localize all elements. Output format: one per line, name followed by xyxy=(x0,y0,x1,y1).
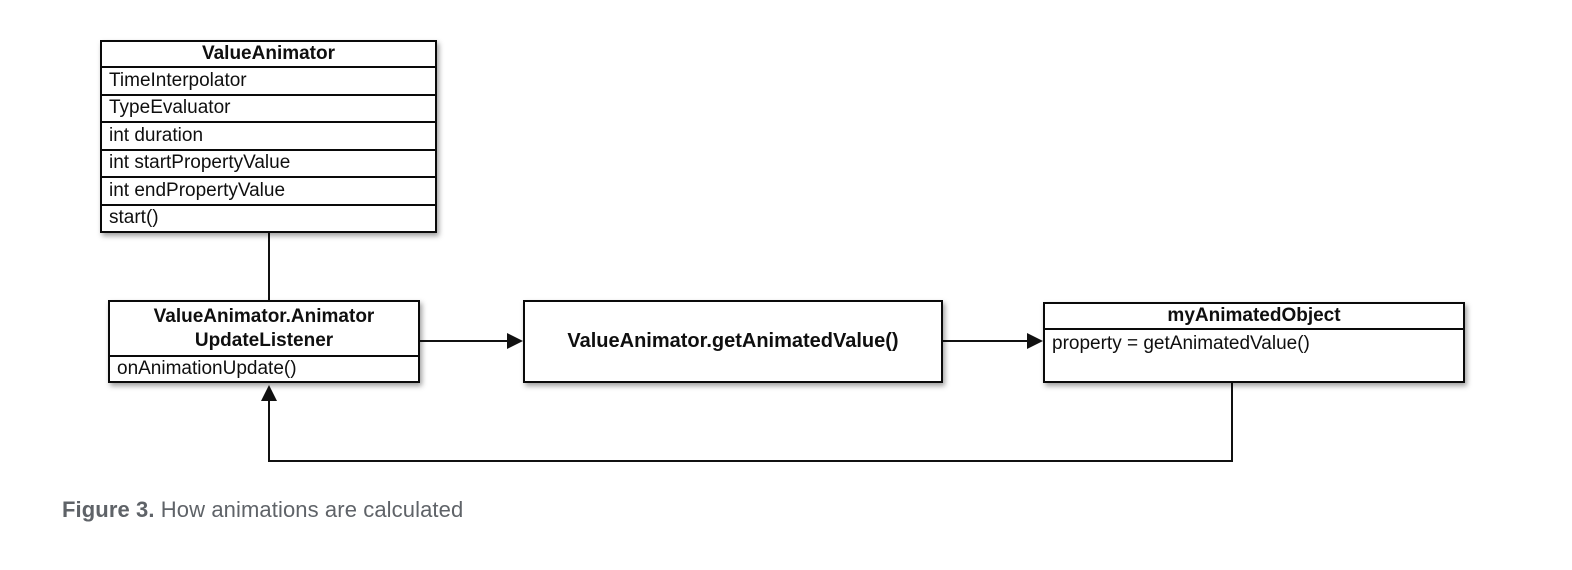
my-animated-object-box: myAnimatedObject property = getAnimatedV… xyxy=(1043,302,1465,383)
class-title-line: ValueAnimator.Animator xyxy=(153,305,375,327)
value-animator-class-box: ValueAnimator TimeInterpolator TypeEvalu… xyxy=(100,40,437,233)
class-title: ValueAnimator xyxy=(102,42,435,68)
class-title: ValueAnimator.Animator UpdateListener xyxy=(110,302,418,357)
class-field: int startPropertyValue xyxy=(102,151,435,178)
arrowhead-up-icon xyxy=(261,385,277,401)
class-title-line: UpdateListener xyxy=(194,329,334,351)
class-field: TypeEvaluator xyxy=(102,96,435,123)
animator-update-listener-box: ValueAnimator.Animator UpdateListener on… xyxy=(108,300,420,383)
arrowhead-right-icon xyxy=(1027,333,1043,349)
figure-caption: Figure 3. How animations are calculated xyxy=(62,497,463,523)
get-animated-value-box: ValueAnimator.getAnimatedValue() xyxy=(523,300,943,383)
call-label: ValueAnimator.getAnimatedValue() xyxy=(567,330,899,352)
connector-feedback-loop xyxy=(268,383,1233,462)
class-title: myAnimatedObject xyxy=(1045,304,1463,330)
arrowhead-right-icon xyxy=(507,333,523,349)
class-field: int duration xyxy=(102,123,435,151)
class-field: TimeInterpolator xyxy=(102,68,435,96)
class-method: onAnimationUpdate() xyxy=(117,358,297,379)
figure-caption-label: Figure 3. xyxy=(62,497,155,522)
class-title-text: ValueAnimator xyxy=(201,43,336,64)
class-method: start() xyxy=(109,207,159,229)
figure-caption-text: How animations are calculated xyxy=(154,497,464,522)
class-title-text: myAnimatedObject xyxy=(1167,305,1341,326)
class-field: int endPropertyValue xyxy=(102,178,435,206)
property-assignment: property = getAnimatedValue() xyxy=(1052,333,1310,354)
